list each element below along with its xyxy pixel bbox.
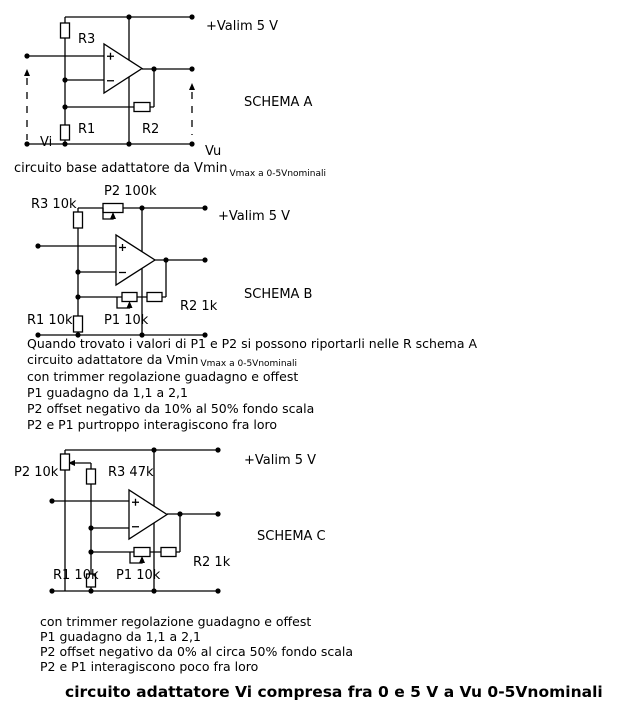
junction-dot [139, 205, 145, 211]
resistor [146, 291, 163, 303]
junction-dot [75, 332, 81, 338]
junction-dot [126, 14, 132, 20]
schema-b-note: P2 offset negativo da 10% al 50% fondo s… [27, 401, 314, 416]
junction-dot [202, 332, 208, 338]
schema-c-title: SCHEMA C [257, 529, 326, 544]
schema-c-r3-label: R3 47k [108, 465, 154, 480]
schema-a-r1-label: R1 [78, 122, 95, 137]
junction-dot [62, 104, 68, 110]
junction-dot [35, 332, 41, 338]
junction-dot [88, 588, 94, 594]
schema-c-p2-label: P2 10k [14, 465, 59, 480]
schema-a-r3-label: R3 [78, 32, 95, 47]
resistor [72, 211, 84, 229]
pot-wiper-arrow [126, 301, 133, 308]
schema-c-note: con trimmer regolazione guadagno e offes… [40, 614, 311, 629]
junction-dot [202, 257, 208, 263]
schema-c-note: P2 e P1 interagiscono poco fra loro [40, 659, 258, 674]
schema-a-vi-label: Vi [40, 135, 52, 150]
schema-c-r1-label: R1 10k [53, 568, 99, 583]
junction-dot [189, 66, 195, 72]
schema-c-supply-label: +Valim 5 V [244, 453, 316, 468]
resistor [59, 124, 71, 141]
junction-dot [24, 141, 30, 147]
junction-dot [151, 66, 157, 72]
resistor [133, 101, 151, 113]
resistor [160, 546, 177, 558]
schema-b-note: con trimmer regolazione guadagno e offes… [27, 369, 298, 384]
junction-dot [215, 511, 221, 517]
pot-wiper-arrow [110, 212, 116, 219]
junction-dot [24, 53, 30, 59]
potentiometer [59, 453, 71, 471]
resistor [85, 573, 97, 588]
arrow-up-icon [189, 83, 195, 90]
schema-b-r1-label: R1 10k [27, 313, 73, 328]
schema-b-note: P1 guadagno da 1,1 a 2,1 [27, 385, 188, 400]
schema-a-vu-label: Vu [205, 144, 221, 159]
schema-c-p1-label: P1 10k [116, 568, 161, 583]
resistor [72, 315, 84, 333]
junction-dot [88, 549, 94, 555]
junction-dot [75, 294, 81, 300]
junction-dot [49, 498, 55, 504]
schema-b-r3-label: R3 10k [31, 197, 77, 212]
schema-b-supply-label: +Valim 5 V [218, 209, 290, 224]
junction-dot [189, 141, 195, 147]
junction-dot [177, 511, 183, 517]
junction-dot [62, 77, 68, 83]
page-title: circuito adattatore Vi compresa fra 0 e … [65, 683, 603, 701]
schema-b-note: Quando trovato i valori di P1 e P2 si po… [27, 336, 477, 351]
junction-dot [151, 447, 157, 453]
schema-a-caption-sub: Vmax a 0-5Vnominali [229, 169, 326, 179]
resistor [59, 22, 71, 39]
junction-dot [49, 588, 55, 594]
pot-wiper-arrow [139, 556, 145, 563]
junction-dot [75, 269, 81, 275]
schema-c-note: P1 guadagno da 1,1 a 2,1 [40, 629, 201, 644]
schema-b-p1-label: P1 10k [104, 313, 149, 328]
arrow-up-icon [24, 69, 30, 76]
schema-b-p2-label: P2 100k [104, 184, 157, 199]
schema-a-r2-label: R2 [142, 122, 159, 137]
pot-wiper-arrow [68, 460, 75, 466]
schema-b-note: P2 e P1 purtroppo interagiscono fra loro [27, 417, 277, 432]
schema-b-note: circuito adattatore da Vmin [27, 352, 198, 367]
junction-dot [35, 243, 41, 249]
schema-a-supply-label: +Valim 5 V [206, 19, 278, 34]
junction-dot [215, 447, 221, 453]
junction-dot [151, 588, 157, 594]
schema-b-note-sub: Vmax a 0-5Vnominali [200, 359, 297, 369]
schema-a-caption: circuito base adattatore da Vmin [14, 161, 227, 176]
junction-dot [139, 332, 145, 338]
junction-dot [215, 588, 221, 594]
resistor [85, 468, 97, 485]
junction-dot [163, 257, 169, 263]
junction-dot [202, 205, 208, 211]
schema-b-r2-label: R2 1k [180, 299, 218, 314]
junction-dot [62, 141, 68, 147]
schema-b-title: SCHEMA B [244, 287, 312, 302]
junction-dot [126, 141, 132, 147]
junction-dot [189, 14, 195, 20]
junction-dot [88, 525, 94, 531]
schema-a-title: SCHEMA A [244, 95, 313, 110]
schema-c-r2-label: R2 1k [193, 555, 231, 570]
schema-c-note: P2 offset negativo da 0% al circa 50% fo… [40, 644, 353, 659]
